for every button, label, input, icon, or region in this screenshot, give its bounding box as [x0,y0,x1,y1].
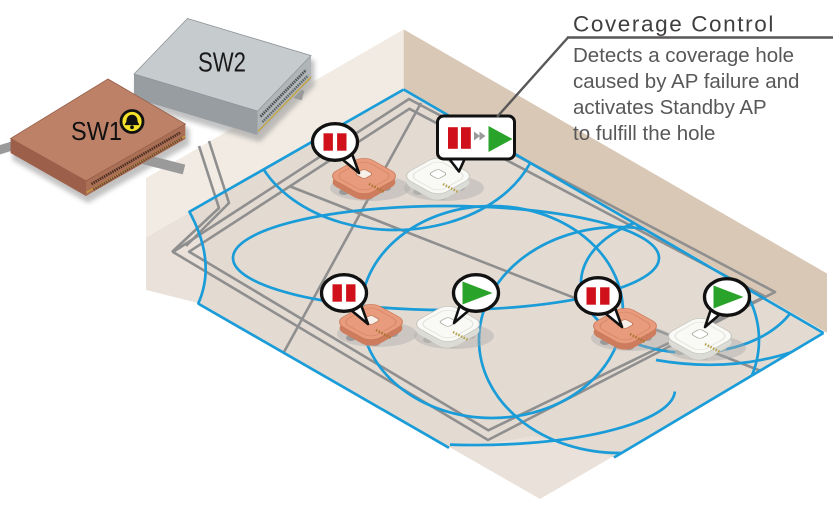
svg-text:Detects a coverage hole: Detects a coverage hole [573,44,794,67]
svg-text:SW1: SW1 [71,116,122,146]
svg-text:SW2: SW2 [198,47,246,78]
svg-text:caused by AP failure and: caused by AP failure and [573,70,799,93]
svg-text:activates Standby AP: activates Standby AP [573,96,767,119]
svg-text:Coverage Control: Coverage Control [573,12,775,37]
svg-text:to fulfill the hole: to fulfill the hole [573,122,715,145]
